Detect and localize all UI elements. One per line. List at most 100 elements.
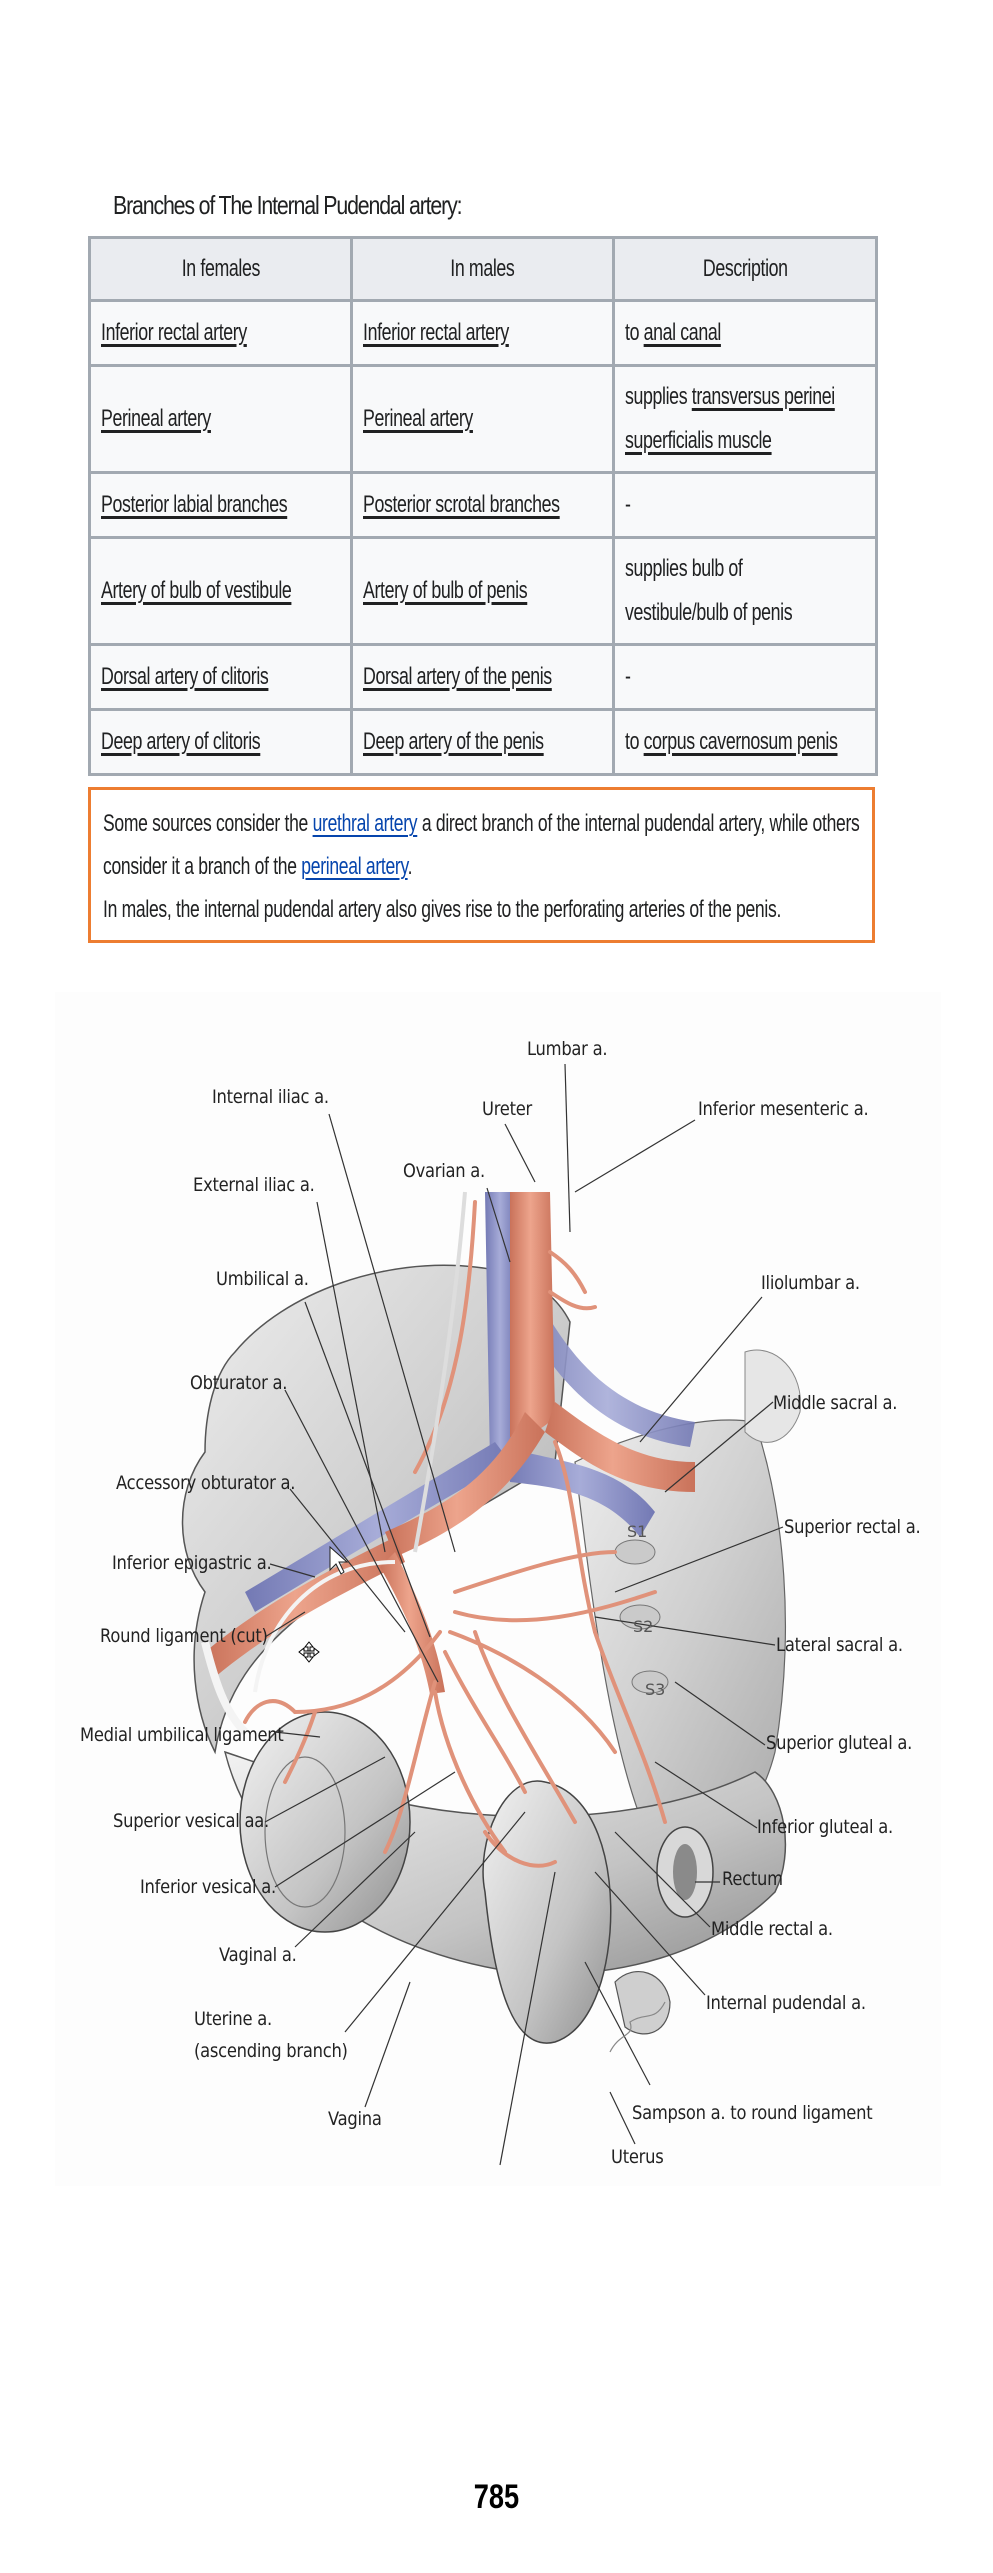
sacral-label-s1: S1 (627, 1522, 647, 1541)
description-text: - (625, 663, 631, 690)
female-branch-cell: Perineal artery (88, 364, 353, 474)
label-lumbar-artery: Lumbar a. (527, 1038, 608, 1060)
female-branch-link[interactable]: Deep artery of clitoris (101, 728, 261, 755)
label-inferior-gluteal-artery: Inferior gluteal a. (757, 1816, 893, 1838)
female-branch-link[interactable]: Artery of bulb of vestibule (101, 577, 292, 604)
branches-table: In females In males Description Inferior… (88, 236, 878, 776)
sacral-foramen-s3 (631, 1670, 669, 1694)
internal-iliac-artery (380, 1552, 445, 1694)
male-branch-link[interactable]: Inferior rectal artery (363, 319, 509, 346)
label-ovarian-artery: Ovarian a. (403, 1160, 485, 1182)
male-branch-cell: Inferior rectal artery (350, 299, 615, 367)
table-row: Deep artery of clitoris Deep artery of t… (88, 708, 878, 776)
bladder-inner (264, 1756, 346, 1908)
male-branch-link[interactable]: Perineal artery (363, 405, 473, 432)
sacrum-bone (574, 1419, 786, 1858)
label-external-iliac-artery: External iliac a. (193, 1174, 315, 1196)
label-inferior-epigastric-artery: Inferior epigastric a. (112, 1552, 272, 1574)
sacral-foramen-s1 (614, 1539, 656, 1565)
medial-umbilical-ligament (253, 1560, 396, 1693)
female-branch-cell: Posterior labial branches (88, 471, 353, 539)
anatomy-illustration: S1 S2 S3 (181, 1063, 802, 2166)
column-header-males: In males (350, 236, 615, 302)
table-row: Artery of bulb of vestibule Artery of bu… (88, 536, 878, 646)
notice-males-text: In males, the internal pudendal artery a… (103, 896, 782, 923)
female-branch-link[interactable]: Dorsal artery of clitoris (101, 663, 269, 690)
table-row: Dorsal artery of clitoris Dorsal artery … (88, 643, 878, 711)
abdominal-aorta (510, 1192, 555, 1437)
female-branch-link[interactable]: Inferior rectal artery (101, 319, 247, 346)
right-common-iliac-artery (545, 1402, 695, 1492)
description-link[interactable]: anal canal (643, 319, 722, 346)
page-number: 785 (473, 2478, 520, 2516)
description-link[interactable]: corpus cavernosum penis (643, 728, 838, 755)
label-rectum: Rectum (722, 1868, 783, 1890)
male-branch-link[interactable]: Artery of bulb of penis (363, 577, 528, 604)
female-branch-link[interactable]: Perineal artery (101, 405, 211, 432)
male-branch-link[interactable]: Posterior scrotal branches (363, 491, 560, 518)
female-branch-link[interactable]: Posterior labial branches (101, 491, 288, 518)
label-inferior-mesenteric-artery: Inferior mesenteric a. (698, 1098, 869, 1120)
urethral-artery-link[interactable]: urethral artery (312, 810, 418, 837)
male-branch-cell: Dorsal artery of the penis (350, 643, 615, 711)
left-common-iliac-artery (385, 1412, 545, 1557)
label-middle-rectal-artery: Middle rectal a. (711, 1918, 833, 1940)
leader-lines (264, 1063, 784, 2166)
description-cell: - (612, 643, 878, 711)
male-branch-cell: Deep artery of the penis (350, 708, 615, 776)
label-obturator-artery: Obturator a. (190, 1372, 288, 1394)
male-branch-link[interactable]: Dorsal artery of the penis (363, 663, 552, 690)
label-vagina: Vagina (328, 2108, 382, 2130)
description-cell: supplies transversus perinei superficial… (612, 364, 878, 474)
label-accessory-obturator-artery: Accessory obturator a. (116, 1472, 296, 1494)
arterial-branches (243, 1200, 667, 1868)
label-medial-umbilical-ligament: Medial umbilical ligament (80, 1724, 284, 1746)
label-uterine-artery-ascending-branch: (ascending branch) (194, 2040, 348, 2062)
label-sampson-artery: Sampson a. to round ligament (632, 2102, 873, 2124)
description-cell: - (612, 471, 878, 539)
pointer-cursor-icon (329, 1545, 349, 1575)
pelvic-arteries-figure: S1 S2 S3 Lumbar a. Internal iliac a. Ure… (55, 992, 941, 2186)
label-internal-iliac-artery: Internal iliac a. (212, 1086, 329, 1108)
description-text: supplies bulb of vestibule/bulb of penis (625, 555, 793, 626)
table-row: Perineal artery Perineal artery supplies… (88, 364, 878, 474)
column-header-females: In females (88, 236, 353, 302)
description-cell: to corpus cavernosum penis (612, 708, 878, 776)
table-header-row: In females In males Description (88, 236, 878, 302)
label-superior-vesical-arteries: Superior vesical aa. (113, 1810, 269, 1832)
label-inferior-vesical-artery: Inferior vesical a. (140, 1876, 276, 1898)
notice-text: Some sources consider the urethral arter… (103, 810, 860, 923)
label-superior-gluteal-artery: Superior gluteal a. (766, 1732, 913, 1754)
perineal-artery-link[interactable]: perineal artery (301, 853, 408, 880)
label-uterine-artery: Uterine a. (194, 2008, 272, 2030)
label-round-ligament: Round ligament (cut) (100, 1625, 268, 1647)
label-superior-rectal-artery: Superior rectal a. (784, 1516, 921, 1538)
male-branch-cell: Perineal artery (350, 364, 615, 474)
label-middle-sacral-artery: Middle sacral a. (773, 1392, 898, 1414)
label-ureter: Ureter (482, 1098, 533, 1120)
notice-box: Some sources consider the urethral arter… (88, 787, 875, 943)
external-iliac-vein (245, 1442, 510, 1612)
ureter (413, 1191, 467, 1553)
rectum-lumen (673, 1844, 697, 1900)
male-branch-cell: Artery of bulb of penis (350, 536, 615, 646)
male-branch-cell: Posterior scrotal branches (350, 471, 615, 539)
sacral-label-s2: S2 (633, 1617, 653, 1636)
description-text: supplies (625, 383, 692, 410)
external-iliac-artery (205, 1537, 405, 1677)
description-text: to (625, 728, 644, 755)
round-ligament (201, 1641, 248, 1735)
label-lateral-sacral-artery: Lateral sacral a. (776, 1634, 903, 1656)
label-umbilical-artery: Umbilical a. (216, 1268, 309, 1290)
description-cell: supplies bulb of vestibule/bulb of penis (612, 536, 878, 646)
description-cell: to anal canal (612, 299, 878, 367)
female-branch-cell: Deep artery of clitoris (88, 708, 353, 776)
table-row: Posterior labial branches Posterior scro… (88, 471, 878, 539)
female-branch-cell: Dorsal artery of clitoris (88, 643, 353, 711)
vertebra-l5 (744, 1349, 802, 1443)
description-link[interactable]: transversus perinei superficialis muscle (625, 383, 835, 454)
female-branch-cell: Inferior rectal artery (88, 299, 353, 367)
male-branch-link[interactable]: Deep artery of the penis (363, 728, 544, 755)
description-text: to (625, 319, 644, 346)
label-uterus: Uterus (611, 2146, 664, 2168)
